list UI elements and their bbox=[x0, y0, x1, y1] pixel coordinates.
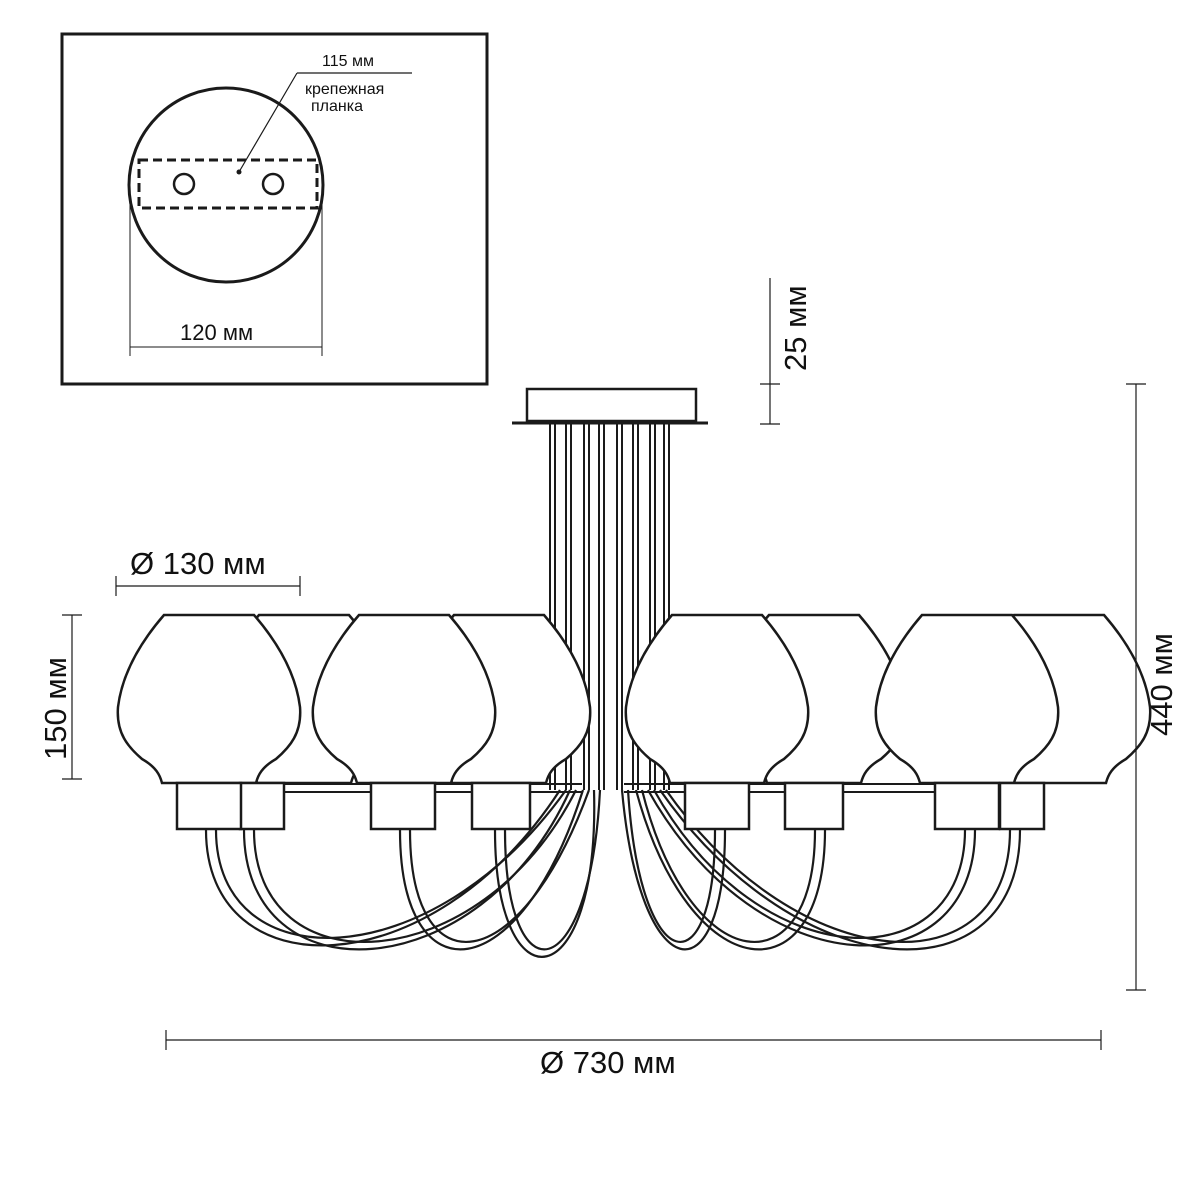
total-height-label: 440 мм bbox=[1144, 633, 1179, 736]
plate-name-line1: крепежная bbox=[305, 81, 384, 98]
plate-hole-right bbox=[261, 172, 285, 196]
overall-diameter-label: Ø 730 мм bbox=[540, 1045, 676, 1080]
mounting-plate bbox=[137, 158, 319, 210]
shade-height-label: 150 мм bbox=[38, 657, 73, 760]
leader-line bbox=[238, 72, 298, 173]
canopy-circle bbox=[127, 86, 325, 284]
canopy-height-dimension: 25 мм bbox=[760, 278, 813, 425]
total-height-dimension: 440 мм bbox=[1126, 383, 1179, 991]
plate-name-line2: планка bbox=[311, 98, 363, 115]
canopy-body bbox=[525, 387, 698, 423]
curved-arms bbox=[204, 789, 1022, 958]
plate-hole-left bbox=[172, 172, 196, 196]
inset-frame bbox=[60, 32, 489, 386]
canopy-height-label: 25 мм bbox=[778, 285, 813, 371]
overall-diameter-dimension: Ø 730 мм bbox=[165, 1030, 1102, 1080]
shade-diameter-dimension: Ø 130 мм bbox=[115, 546, 301, 596]
ceiling-canopy bbox=[512, 387, 708, 425]
canopy-diameter-label: 120 мм bbox=[180, 320, 253, 345]
shade-height-dimension: 150 мм bbox=[38, 614, 82, 780]
mounting-inset: 115 мм крепежная планка 120 мм bbox=[60, 32, 489, 386]
plate-width-label: 115 мм bbox=[322, 53, 374, 70]
lamp-sockets bbox=[175, 781, 1046, 831]
shade-diameter-label: Ø 130 мм bbox=[130, 546, 266, 581]
